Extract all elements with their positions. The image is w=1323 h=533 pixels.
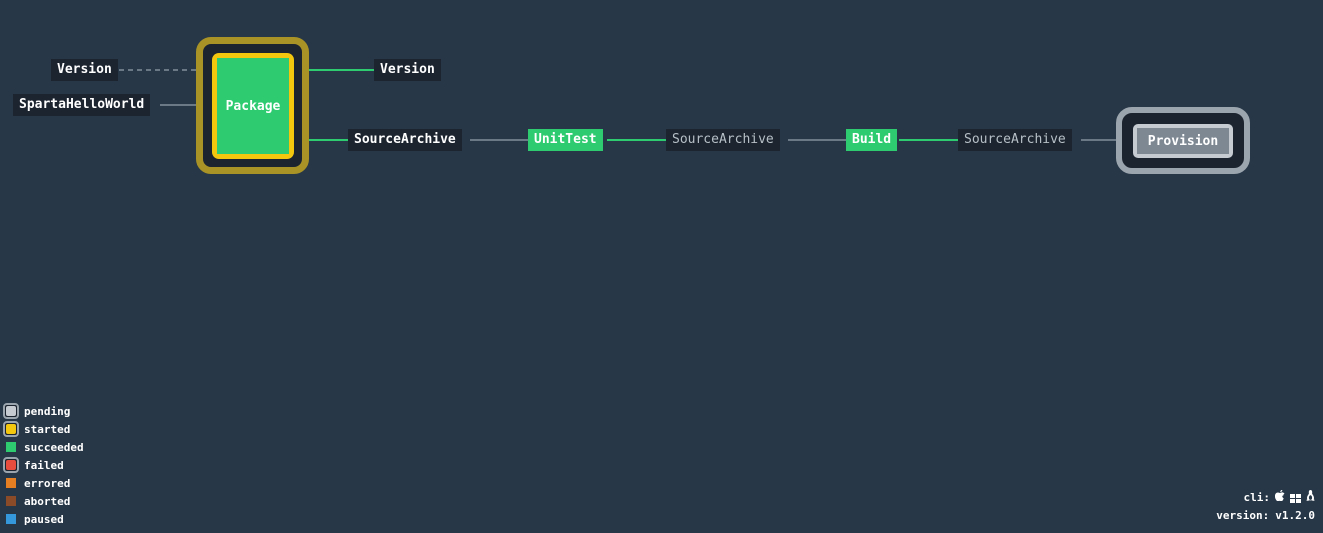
resource-source-archive-2[interactable]: SourceArchive — [666, 129, 780, 151]
cli-downloads: cli: — [1216, 489, 1315, 507]
resource-version-input[interactable]: Version — [51, 59, 118, 81]
pending-swatch-icon — [3, 403, 19, 419]
legend-label: paused — [24, 512, 64, 526]
resource-sparta-hello-world[interactable]: SpartaHelloWorld — [13, 94, 151, 116]
legend-label: errored — [24, 476, 71, 490]
legend-label: aborted — [24, 494, 71, 508]
legend-item-started: started — [2, 420, 84, 438]
succeeded-swatch-icon — [6, 442, 16, 452]
resource-version-output[interactable]: Version — [374, 59, 441, 81]
job-package-label: Package — [217, 58, 289, 154]
resource-source-archive-3[interactable]: SourceArchive — [958, 129, 1072, 151]
legend-item-errored: errored — [2, 474, 84, 492]
resource-source-archive-1[interactable]: SourceArchive — [348, 129, 462, 151]
version-row: version: v1.2.0 — [1216, 507, 1315, 525]
linux-icon[interactable] — [1306, 489, 1315, 507]
job-unit-test[interactable]: UnitTest — [528, 129, 603, 151]
legend-label: started — [24, 422, 71, 436]
status-legend: pending started succeeded failed errored… — [2, 402, 84, 528]
cli-label: cli: — [1243, 491, 1271, 504]
legend-label: failed — [24, 458, 64, 472]
errored-swatch-icon — [6, 478, 16, 488]
apple-icon[interactable] — [1274, 489, 1285, 507]
legend-label: succeeded — [24, 440, 84, 454]
version-label: version: — [1216, 509, 1270, 522]
legend-item-paused: paused — [2, 510, 84, 528]
legend-label: pending — [24, 404, 71, 418]
legend-item-aborted: aborted — [2, 492, 84, 510]
job-provision-label: Provision — [1137, 128, 1229, 154]
windows-icon[interactable] — [1290, 493, 1301, 503]
version-value: v1.2.0 — [1275, 509, 1315, 522]
paused-swatch-icon — [6, 514, 16, 524]
failed-swatch-icon — [3, 457, 19, 473]
legend-item-succeeded: succeeded — [2, 438, 84, 456]
job-package[interactable]: Package — [212, 53, 294, 159]
aborted-swatch-icon — [6, 496, 16, 506]
footer-info: cli: version: v1.2.0 — [1216, 489, 1315, 525]
job-build[interactable]: Build — [846, 129, 898, 151]
legend-item-pending: pending — [2, 402, 84, 420]
legend-item-failed: failed — [2, 456, 84, 474]
started-swatch-icon — [3, 421, 19, 437]
job-provision[interactable]: Provision — [1133, 124, 1233, 158]
